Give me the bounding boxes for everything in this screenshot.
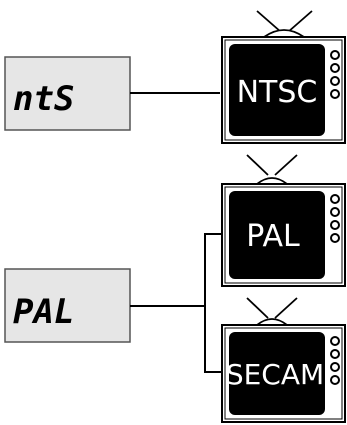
tv-label-ntsc: NTSC (237, 75, 318, 110)
segment-display-ntsc: ntS (4, 56, 131, 131)
antenna-icon (246, 297, 298, 326)
antenna-icon (256, 10, 313, 38)
knobs (330, 336, 340, 385)
knobs (330, 50, 340, 99)
connector-lines (130, 92, 222, 373)
tv-secam: SECAM (221, 297, 346, 423)
connector-branch (204, 233, 222, 373)
tv-label-pal: PAL (246, 219, 300, 254)
display-text-pal: PAL (13, 292, 74, 332)
tv-ntsc: NTSC (221, 10, 346, 144)
display-text-ntsc: ntS (13, 79, 74, 119)
knobs (330, 194, 340, 243)
tv-label-secam: SECAM (226, 358, 324, 391)
antenna-icon (246, 154, 298, 185)
segment-display-pal: PAL (4, 268, 131, 343)
tv-pal: PAL (221, 154, 346, 287)
